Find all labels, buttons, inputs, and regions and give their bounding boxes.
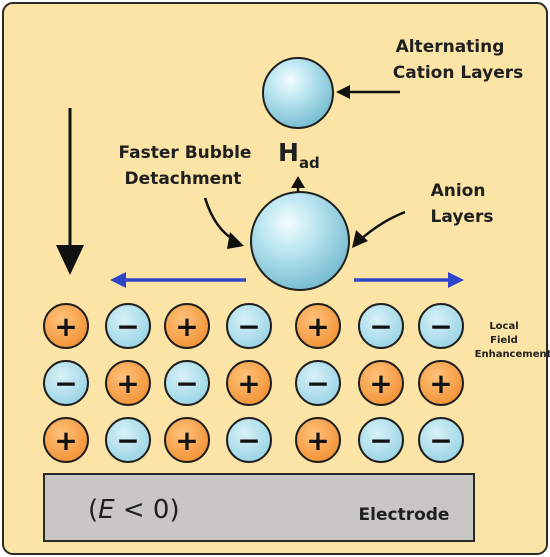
plus-sign: + [175, 310, 198, 343]
local-field-label-line3: Enhancement [475, 349, 550, 360]
plus-sign: + [237, 367, 260, 400]
electrode-label: Electrode [359, 505, 450, 525]
blue-arrow-left [110, 272, 246, 288]
h-ad-label: Had [278, 138, 320, 172]
cation-layers-label-line2: Cation Layers [393, 63, 524, 83]
h-ad-main: H [278, 138, 299, 167]
minus-sign: − [369, 310, 392, 343]
minus-sign: − [116, 424, 139, 457]
local-field-label-line1: Local [489, 321, 518, 332]
potential-e: E [98, 495, 115, 525]
plus-sign: + [175, 424, 198, 457]
cation-ion [164, 303, 210, 349]
minus-sign: − [54, 367, 77, 400]
minus-sign: − [369, 424, 392, 457]
anion-ion [226, 417, 272, 463]
faster-bubble-label-line2: Detachment [125, 169, 242, 189]
electrode-block [43, 473, 475, 542]
h-ad-subscript: ad [299, 154, 320, 172]
minus-sign: − [237, 424, 260, 457]
anion-ion [418, 303, 464, 349]
anion-ion [226, 303, 272, 349]
anion-ion [358, 417, 404, 463]
cation-layers-label-line1: Alternating [396, 37, 505, 57]
blue-arrow-right [354, 272, 464, 288]
detachment-arrow [203, 197, 244, 249]
potential-rest: < 0) [115, 495, 180, 525]
cation-ion [295, 417, 341, 463]
anion-ion [105, 303, 151, 349]
minus-sign: − [306, 367, 329, 400]
plus-sign: + [54, 424, 77, 457]
minus-sign: − [116, 310, 139, 343]
faster-bubble-label-line1: Faster Bubble [119, 143, 252, 163]
anion-ion [295, 360, 341, 406]
minus-sign: − [237, 310, 260, 343]
cation-ion [295, 303, 341, 349]
anion-ion [164, 360, 210, 406]
anion-ion [105, 417, 151, 463]
cation-ion [226, 360, 272, 406]
plus-sign: + [54, 310, 77, 343]
plus-sign: + [306, 424, 329, 457]
cation-ion [105, 360, 151, 406]
anion-layers-label-line1: Anion [431, 181, 486, 201]
top-bubble [262, 57, 334, 129]
potential-open: ( [88, 495, 98, 525]
cation-ion [418, 360, 464, 406]
minus-sign: − [429, 310, 452, 343]
plus-sign: + [369, 367, 392, 400]
main-bubble [250, 191, 350, 291]
anion-ion [358, 303, 404, 349]
local-field-label-line2: Field [490, 335, 518, 346]
anion-ion [43, 360, 89, 406]
minus-sign: − [175, 367, 198, 400]
cation-ion [43, 303, 89, 349]
plus-sign: + [116, 367, 139, 400]
potential-label: (E < 0) [88, 495, 180, 525]
cation-ion [164, 417, 210, 463]
plus-sign: + [306, 310, 329, 343]
anion-ion [418, 417, 464, 463]
cation-label-arrow [336, 85, 400, 99]
minus-sign: − [429, 424, 452, 457]
cation-ion [43, 417, 89, 463]
anion-layers-label-line2: Layers [431, 207, 494, 227]
plus-sign: + [429, 367, 452, 400]
downward-arrow [56, 108, 84, 275]
ion-grid: + − + − + − − − + − + − + + + − + − + − − [43, 303, 464, 463]
anion-label-arrow [352, 210, 406, 248]
cation-ion [358, 360, 404, 406]
